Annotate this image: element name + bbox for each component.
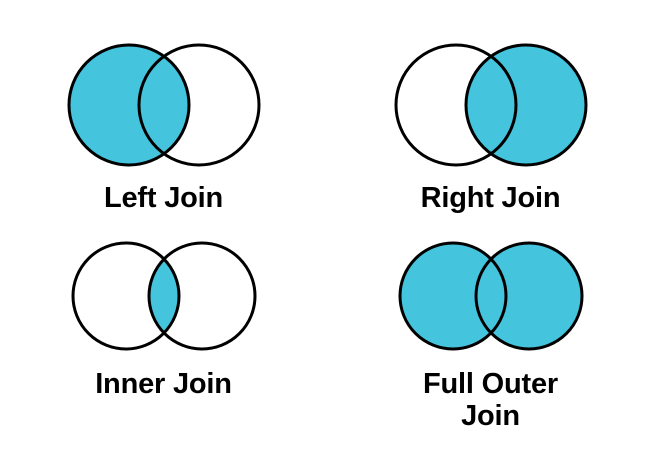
caption-inner-join: Inner Join bbox=[95, 368, 232, 400]
right-circle-outline bbox=[474, 241, 583, 351]
venn-right-join bbox=[391, 40, 591, 170]
right-circle-outline bbox=[147, 241, 256, 351]
diagram-inner-join: Inner Join bbox=[0, 232, 327, 474]
left-circle-fill bbox=[399, 243, 506, 349]
left-circle-outline bbox=[398, 241, 507, 351]
right-circle-outline bbox=[464, 43, 587, 167]
venn-inner-join bbox=[64, 238, 264, 354]
left-circle-outline bbox=[71, 241, 180, 351]
caption-left-join: Left Join bbox=[103, 182, 224, 214]
left-join-svg bbox=[67, 43, 260, 167]
inner-join-svg bbox=[71, 241, 256, 351]
diagram-full-outer-join: Full Outer Join bbox=[327, 232, 654, 474]
right-circle-outline bbox=[137, 43, 260, 167]
caption-right-join: Right Join bbox=[420, 182, 561, 214]
left-circle-fill bbox=[68, 45, 189, 165]
diagram-left-join: Left Join bbox=[0, 0, 327, 232]
diagram-right-join: Right Join bbox=[327, 0, 654, 232]
venn-left-join bbox=[64, 40, 264, 170]
venn-full-outer-join bbox=[391, 238, 591, 354]
caption-full-outer-join: Full Outer Join bbox=[423, 368, 558, 433]
right-circle-fill bbox=[475, 243, 582, 349]
full-outer-join-svg bbox=[398, 241, 583, 351]
left-circle-outline bbox=[67, 43, 190, 167]
right-join-svg bbox=[394, 43, 587, 167]
left-circle-outline bbox=[394, 43, 517, 167]
right-circle-fill bbox=[465, 45, 586, 165]
